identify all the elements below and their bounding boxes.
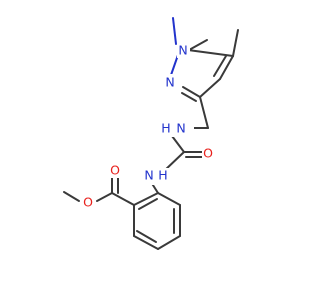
bond-c4-c5-double [213, 55, 227, 77]
bond-c5-n1 [187, 49, 234, 57]
bond-n2-c3-double [181, 92, 197, 102]
label-bg-n2 [164, 74, 177, 90]
atom-o-ester: O [83, 195, 93, 210]
label-bg-n1 [177, 42, 190, 58]
atom-o-urea: O [203, 146, 213, 161]
atom-n1: N [178, 43, 187, 58]
atom-nh-lower-n: N [144, 168, 153, 183]
bond-ring-ester-c [111, 192, 135, 206]
bond-ring-3 [157, 235, 181, 250]
bond-n1-n2 [170, 54, 179, 76]
molecule-structure: N N H N O N H O O [63, 17, 239, 250]
label-bg-o-carbonyl [108, 162, 121, 178]
label-bg-nh-upper [160, 120, 194, 137]
bond-nh-c-urea [171, 135, 185, 153]
atom-n2: N [165, 75, 174, 90]
label-bg-o-ester [81, 194, 95, 210]
bond-n2-c3 [182, 86, 201, 98]
bond-ring-1 [157, 192, 181, 206]
bond-c3-c4 [199, 78, 221, 98]
bond-n1-methyl [172, 17, 177, 45]
bond-ring-6 [133, 192, 159, 206]
label-bg-o-urea [202, 146, 215, 162]
bond-ring-6-double [138, 198, 158, 210]
atom-o-carbonyl: O [110, 163, 120, 178]
bond-c4-c5 [219, 55, 234, 80]
bond-c5-methyl [232, 29, 239, 57]
atom-nh-upper-n: N [176, 121, 185, 136]
atom-nh-upper-h: H [161, 121, 170, 136]
bond-o-methyl [63, 191, 80, 202]
label-bg-nh-lower [141, 168, 173, 185]
bond-ring-4-double [136, 230, 157, 243]
bond-n1-c5 [188, 39, 208, 51]
atom-nh-lower-h: H [158, 168, 167, 183]
bond-ring-4 [133, 235, 159, 250]
bond-ester-c-o [96, 192, 113, 202]
bond-c3-ch2 [199, 96, 209, 129]
